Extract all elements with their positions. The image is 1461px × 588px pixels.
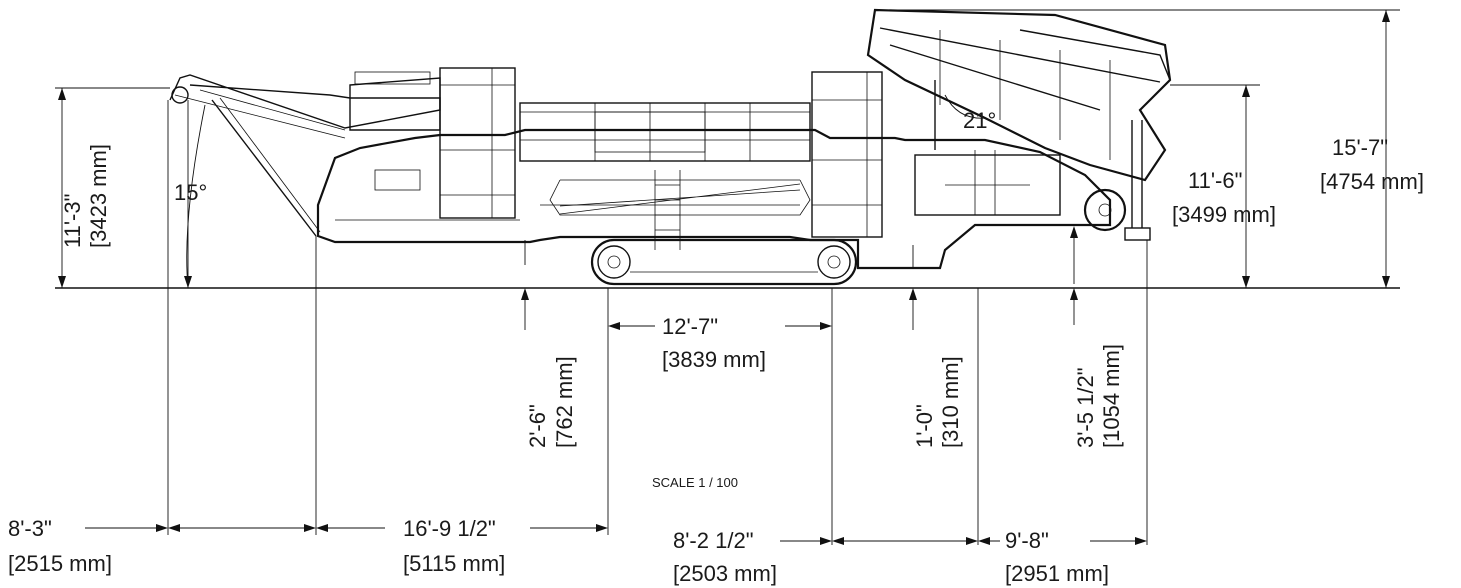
hopper-angle-label: 21°	[963, 108, 996, 133]
bottom-3-imperial: 8'-2 1/2"	[673, 528, 754, 553]
left-height-metric: [3423 mm]	[86, 144, 111, 248]
track-length-imperial: 12'-7"	[662, 314, 718, 339]
bottom-2-metric: [5115 mm]	[403, 551, 505, 576]
arrowheads	[58, 10, 1390, 545]
hopper-height-metric: [3499 mm]	[1172, 202, 1276, 227]
clearance-1-imperial: 2'-6"	[525, 404, 550, 448]
bottom-1-metric: [2515 mm]	[8, 551, 112, 576]
scale-note: SCALE 1 / 100	[652, 475, 738, 490]
dimension-lines	[55, 9, 1400, 545]
clearance-3-metric: [1054 mm]	[1099, 344, 1124, 448]
bottom-3-metric: [2503 mm]	[673, 561, 777, 586]
clearance-3-imperial: 3'-5 1/2"	[1073, 367, 1098, 448]
clearance-2-imperial: 1'-0"	[912, 404, 937, 448]
clearance-1-metric: [762 mm]	[552, 356, 577, 448]
clearance-2-metric: [310 mm]	[938, 356, 963, 448]
bottom-1-imperial: 8'-3"	[8, 516, 52, 541]
feed-angle-label: 15°	[174, 180, 207, 205]
bottom-4-imperial: 9'-8"	[1005, 528, 1049, 553]
overall-height-imperial: 15'-7"	[1332, 135, 1388, 160]
left-height-imperial: 11'-3"	[60, 194, 85, 248]
hopper-height-imperial: 11'-6"	[1188, 168, 1242, 193]
bottom-2-imperial: 16'-9 1/2"	[403, 516, 496, 541]
machine-outline	[169, 8, 1172, 286]
track-length-metric: [3839 mm]	[662, 347, 766, 372]
overall-height-metric: [4754 mm]	[1320, 169, 1424, 194]
bottom-4-metric: [2951 mm]	[1005, 561, 1109, 586]
